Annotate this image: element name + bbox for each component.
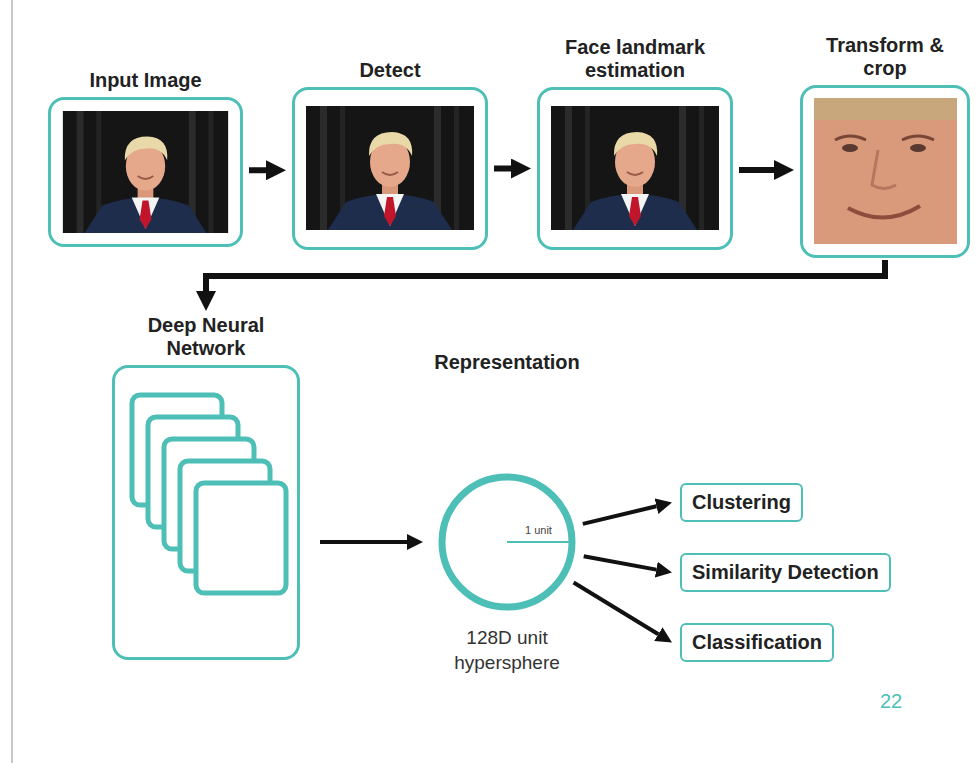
flow-arrow <box>574 583 659 635</box>
detect-photo <box>306 106 474 230</box>
flow-arrow <box>584 556 657 569</box>
image-box: Detect <box>292 87 488 250</box>
radius-label: 1 unit <box>525 524 552 536</box>
flow-arrow <box>583 506 657 524</box>
box-label: Classification <box>692 631 822 654</box>
flow-arrow <box>249 167 266 173</box>
network-box: Deep Neural Network <box>112 365 300 660</box>
input-photo <box>63 111 228 233</box>
box-heading: Face landmark estimation <box>540 36 730 82</box>
box-heading: Detect <box>295 59 485 82</box>
image-box: Input Image <box>48 97 243 247</box>
flow-arrow <box>739 167 774 173</box>
slide-border <box>11 0 13 763</box>
box-label: Similarity Detection <box>692 561 879 584</box>
cropped-face <box>814 98 957 244</box>
network-layers-icon <box>132 395 286 593</box>
landmark-photo <box>551 106 719 230</box>
shape-caption: 128D unit hypersphere <box>425 626 589 675</box>
flow-arrow <box>494 166 511 172</box>
shape-heading: Representation <box>367 351 647 374</box>
hypersphere-outline <box>442 477 572 607</box>
output-box: Similarity Detection <box>680 553 891 592</box>
box-label: Clustering <box>692 491 791 514</box>
flow-arrow <box>320 540 407 544</box>
image-box: Transform & crop <box>800 85 970 258</box>
page-number: 22 <box>880 690 902 713</box>
output-box: Classification <box>680 623 834 662</box>
circle-outline <box>437 472 577 612</box>
box-heading: Deep Neural Network <box>115 314 297 360</box>
radius-line <box>507 541 571 543</box>
flow-arrow <box>206 260 885 291</box>
hypersphere-circle: Representation1 unit128D unit hyperspher… <box>437 472 577 612</box>
output-box: Clustering <box>680 483 803 522</box>
box-heading: Input Image <box>51 69 240 92</box>
image-box: Face landmark estimation <box>537 87 733 250</box>
box-heading: Transform & crop <box>803 34 967 80</box>
